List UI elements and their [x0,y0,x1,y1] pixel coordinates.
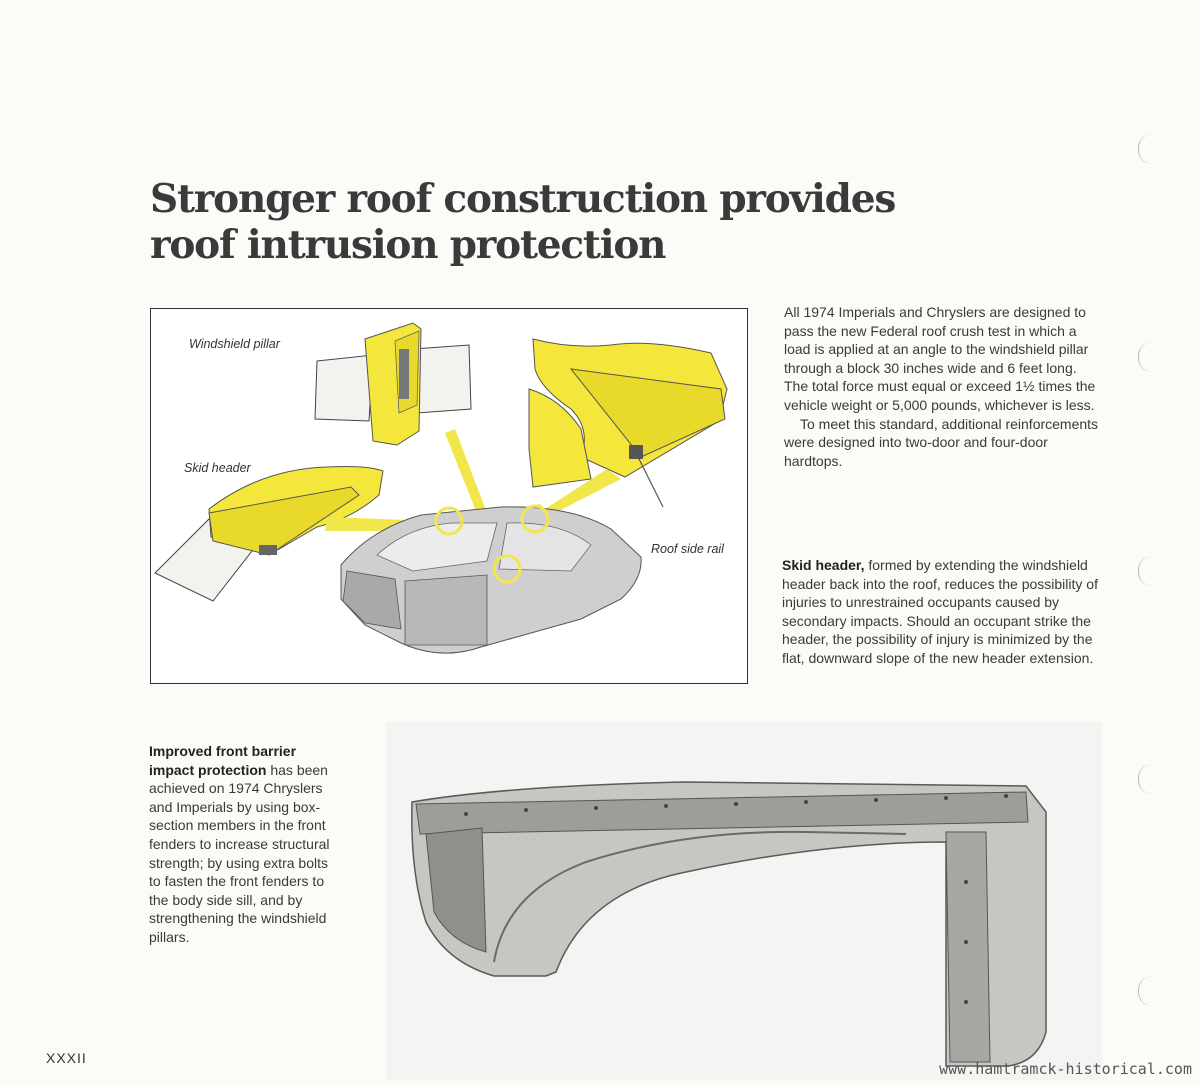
skid-header-detail [154,466,384,602]
binder-hole [1138,134,1153,164]
windshield-pillar-detail [314,322,472,446]
callout-roof-side-rail: Roof side rail [651,542,724,556]
front-fender-illustration [411,781,1047,1067]
page-number: XXXII [46,1050,87,1066]
front-barrier-paragraph: Improved front barrier impact protection… [149,742,339,947]
intro-text: All 1974 Imperials and Chryslers are des… [784,303,1104,470]
page-title: Stronger roof construction provides roof… [150,176,910,268]
car-body-shell [340,504,642,654]
page-title-line-1: Stronger roof construction provides [150,176,896,222]
binder-hole [1138,764,1153,794]
front-barrier-lead: Improved front barrier impact protection [149,743,297,778]
binder-hole [1138,976,1153,1006]
front-barrier-text: Improved front barrier impact protection… [149,742,339,947]
binder-hole [1138,556,1153,586]
roof-structure-illustration [154,322,728,654]
roof-side-rail-detail [528,338,728,508]
skid-header-text: Skid header, formed by extending the win… [782,556,1104,668]
skid-header-body: formed by extending the windshield heade… [782,557,1098,666]
binder-hole [1138,342,1153,372]
watermark-url: www.hamtramck-historical.com [939,1060,1192,1078]
page-title-line-2: roof intrusion protection [150,222,667,268]
callout-windshield-pillar: Windshield pillar [189,337,280,351]
skid-header-lead: Skid header, [782,557,865,573]
front-fender-photo [386,722,1102,1080]
front-barrier-body: has been achieved on 1974 Chryslers and … [149,761,330,945]
intro-paragraph: All 1974 Imperials and Chryslers are des… [784,304,1096,413]
roof-structure-diagram: Windshield pillar Skid header Roof side … [150,308,748,684]
skid-header-paragraph: Skid header, formed by extending the win… [782,556,1104,668]
intro-paragraph: To meet this standard, additional reinfo… [784,415,1099,469]
callout-skid-header: Skid header [184,461,251,475]
